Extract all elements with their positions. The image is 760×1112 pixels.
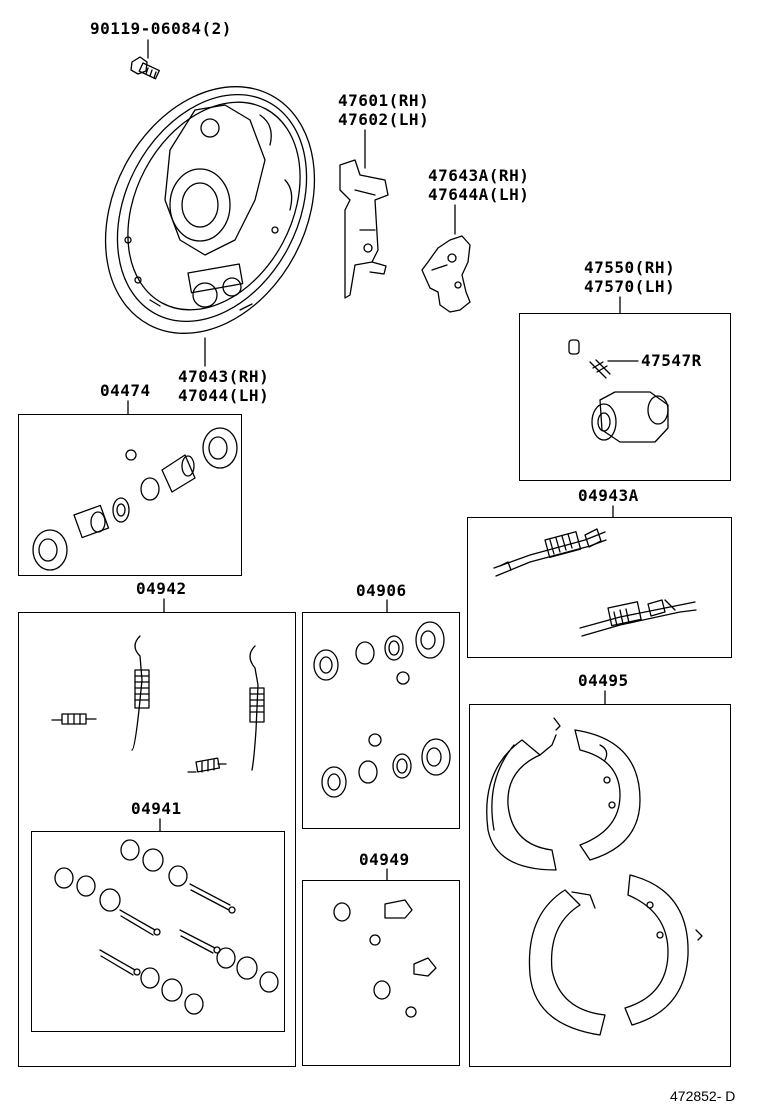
lever-rh-number: 47601(RH) <box>338 91 430 110</box>
bolt-icon <box>130 56 160 80</box>
bolt-part-number: 90119-06084(2) <box>90 19 232 38</box>
diagram-code: 472852- D <box>670 1088 736 1104</box>
kit-04949-parts <box>333 899 437 1018</box>
box-04495 <box>469 704 731 1067</box>
kit-04942-springs <box>51 635 265 773</box>
kit-04906-parts <box>313 621 451 798</box>
kit-04495-brake-shoes <box>486 717 703 1036</box>
box-04949 <box>302 880 460 1066</box>
kit-04906-label: 04906 <box>356 581 407 600</box>
parking-lever-icon <box>339 159 389 299</box>
kit-04943a-label: 04943A <box>578 486 639 505</box>
adjuster-bracket-icon <box>421 235 471 313</box>
backing-plate-icon <box>104 86 316 334</box>
wheel-cylinder-rh-number: 47550(RH) <box>584 258 676 277</box>
kit-04943a-parts <box>493 528 697 637</box>
kit-04949-label: 04949 <box>359 850 410 869</box>
bracket-lh-number: 47644A(LH) <box>428 185 530 204</box>
kit-04474-label: 04474 <box>100 381 151 400</box>
wheel-cylinder-icon <box>568 339 669 443</box>
box-04941 <box>31 831 285 1032</box>
backing-plate-rh-number: 47043(RH) <box>178 367 270 386</box>
leader-lines <box>127 39 639 881</box>
box-04474 <box>18 414 242 576</box>
box-04906 <box>302 612 460 829</box>
kit-04942-label: 04942 <box>136 579 187 598</box>
kit-04941-label: 04941 <box>131 799 182 818</box>
kit-04495-label: 04495 <box>578 671 629 690</box>
backing-plate-lh-number: 47044(LH) <box>178 386 270 405</box>
lever-lh-number: 47602(LH) <box>338 110 430 129</box>
wheel-cylinder-lh-number: 47570(LH) <box>584 277 676 296</box>
box-wheel-cylinder <box>519 313 731 481</box>
kit-04474-parts <box>32 427 238 571</box>
kit-04941-parts <box>54 839 279 1015</box>
box-04943a <box>467 517 732 658</box>
bracket-rh-number: 47643A(RH) <box>428 166 530 185</box>
bleeder-plug-number: 47547R <box>641 351 702 370</box>
box-04942 <box>18 612 296 1067</box>
